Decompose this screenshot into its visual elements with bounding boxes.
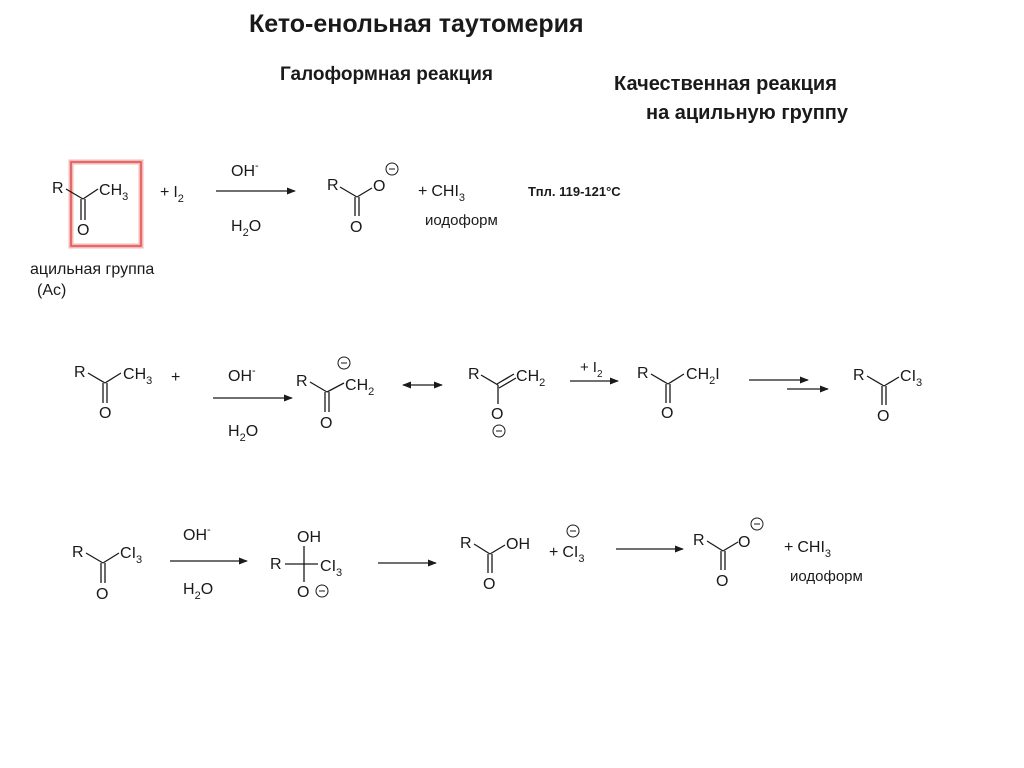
methyl-ketone-1: R CH3 O (52, 180, 128, 239)
group-ccl3: CI3 (320, 558, 342, 579)
acyl-group-highlight-border (70, 161, 142, 247)
atom-r: R (460, 535, 472, 552)
reagent-i2: +I2 (160, 184, 184, 205)
iodomethyl-ketone: R CH2I O (637, 365, 720, 422)
condition-hydroxide: OH- (228, 365, 256, 385)
atom-r: R (74, 364, 86, 381)
group-ccl3: CI3 (120, 545, 142, 566)
subtitle-qualitative-line2: на ацильную группу (646, 102, 849, 124)
group-ch2: CH2 (345, 377, 374, 398)
tetrahedral-intermediate: OH R CI3 O (270, 529, 342, 601)
atom-o: O (99, 405, 111, 422)
atom-r: R (468, 366, 480, 383)
atom-o: O (77, 222, 89, 239)
main-title: Кето-енольная таутомерия (249, 10, 584, 38)
enolate-oxyanion: R CH2 O (468, 366, 545, 438)
atom-o: O (491, 406, 503, 423)
carboxylic-acid: R OH O (460, 535, 530, 593)
negative-charge-icon (385, 162, 399, 176)
enolate-carbanion: R CH2 O (296, 356, 374, 432)
condition-water: H2O (231, 218, 261, 239)
atom-r: R (72, 544, 84, 561)
subtitle-qualitative-line1: Качественная реакция (614, 73, 837, 95)
atom-o-anion: O (297, 584, 309, 601)
negative-charge-icon (337, 356, 351, 370)
label-acyl-group: ацильная группа (30, 261, 154, 278)
carboxylate-2: R O O (693, 517, 764, 590)
condition-water: H2O (183, 581, 213, 602)
group-oh: OH (297, 529, 321, 546)
methyl-ketone-2: R CH3 O (74, 364, 152, 422)
atom-r: R (52, 180, 64, 197)
row3-cleavage: R CI3 O OH- H2O OH R CI3 O R OH (72, 517, 863, 603)
atom-o: O (350, 219, 362, 236)
atom-o: O (483, 576, 495, 593)
product-chi3: +CHI3 (418, 183, 465, 204)
negative-charge-icon (750, 517, 764, 531)
atom-o: O (320, 415, 332, 432)
atom-r: R (270, 556, 282, 573)
condition-water: H2O (228, 423, 258, 444)
label-iodoform: иодоформ (790, 568, 863, 585)
group-ch3: CH3 (99, 182, 128, 203)
group-ch2: CH2 (516, 368, 545, 389)
negative-charge-icon (492, 424, 506, 438)
subtitle-haloform: Галоформная реакция (280, 64, 494, 85)
atom-o-anion: O (738, 534, 750, 551)
atom-o: O (877, 408, 889, 425)
row1-haloform: R CH3 O +I2 OH- H2O R O O +CHI3 иодофо (30, 159, 621, 299)
label-acyl-abbr: (Ac) (37, 282, 66, 299)
condition-hydroxide: OH- (231, 160, 259, 180)
atom-r: R (327, 177, 339, 194)
trichloromethyl-ketone-2: R CI3 O (72, 544, 142, 603)
group-ccl3: CI3 (900, 368, 922, 389)
row2-mechanism: R CH3 O + OH- H2O R CH2 O R (74, 356, 922, 444)
product-chi3: +CHI3 (784, 539, 831, 560)
atom-o-anion: O (373, 178, 385, 195)
atom-r: R (693, 532, 705, 549)
plus-sign: + (171, 369, 180, 386)
carboxylate-1: R O O (327, 162, 399, 236)
group-ch3: CH3 (123, 366, 152, 387)
group-ch2i: CH2I (686, 366, 720, 387)
trichloromethyl-ketone: R CI3 O (853, 367, 922, 425)
condition-hydroxide: OH- (183, 524, 211, 544)
label-melting-point: Тпл. 119-121°C (528, 184, 621, 199)
atom-r: R (637, 365, 649, 382)
atom-r: R (296, 373, 308, 390)
reagent-i2: +I2 (580, 359, 603, 380)
trichloromethyl-anion: +CI3 (549, 544, 584, 565)
label-iodoform: иодоформ (425, 212, 498, 229)
atom-r: R (853, 367, 865, 384)
atom-o: O (661, 405, 673, 422)
atom-o: O (96, 586, 108, 603)
negative-charge-icon (315, 584, 329, 598)
negative-charge-icon (566, 524, 580, 538)
group-oh: OH (506, 536, 530, 553)
atom-o: O (716, 573, 728, 590)
